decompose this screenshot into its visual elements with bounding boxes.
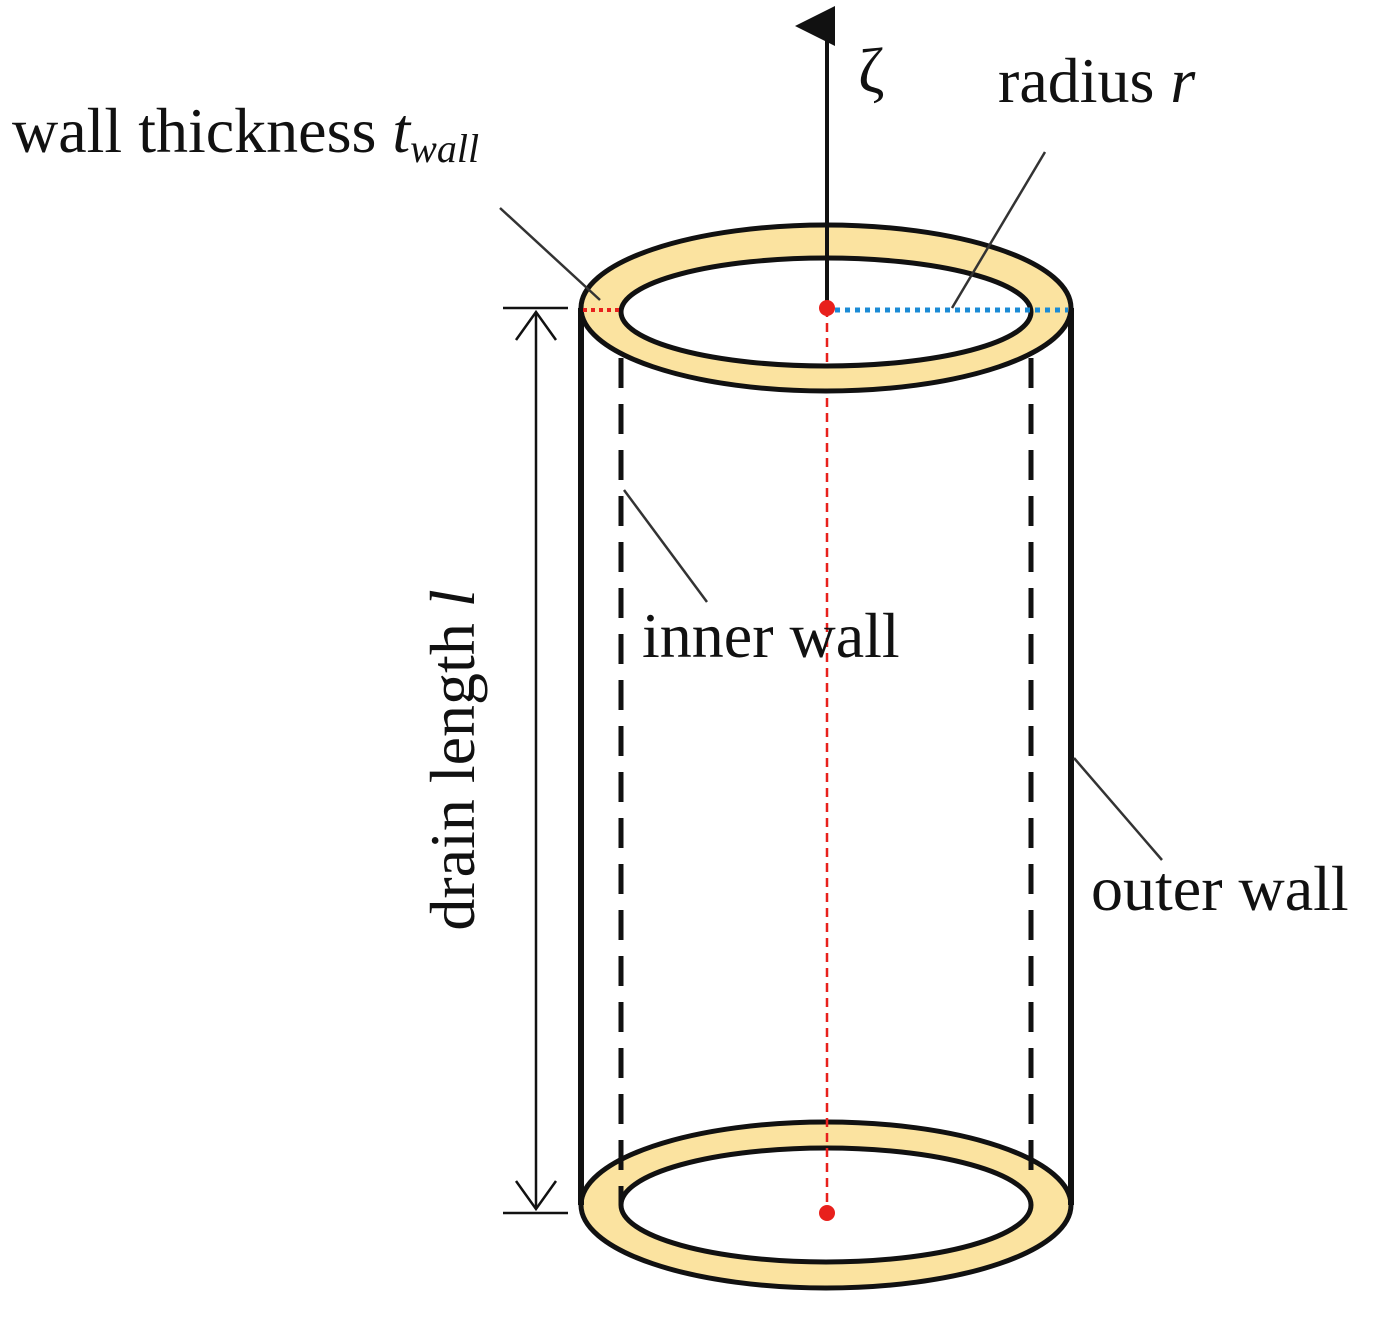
bottom-ring [578, 1119, 1074, 1291]
drain-length-label-text: drain length [417, 607, 488, 930]
top-center-point [819, 300, 835, 316]
bottom-ring-fill [578, 1119, 1074, 1291]
drain-length-label-var: l [417, 589, 488, 607]
drain-length-top-arrowhead [514, 309, 558, 341]
top-ring [578, 222, 1074, 394]
bottom-center-point [819, 1205, 835, 1221]
radius-label: radius r [998, 45, 1196, 116]
radius-label-var: r [1170, 45, 1196, 116]
wall-thickness-label-text: wall thickness [12, 95, 392, 166]
drain-length-bottom-arrowhead [514, 1180, 558, 1212]
wall-thickness-leader-line [499, 207, 601, 301]
drain-length-label: drain length l [417, 589, 488, 930]
zeta-axis-label: ζ [858, 35, 885, 106]
inner-wall-label: inner wall [642, 600, 900, 671]
wall-thickness-label-sub: wall [410, 126, 479, 171]
radius-leader-line [950, 151, 1047, 309]
inner-wall-leader-line [622, 489, 709, 603]
outer-wall-leader-line [1073, 757, 1163, 861]
wall-thickness-label-var: t [392, 95, 412, 166]
outer-wall-label: outer wall [1091, 853, 1349, 924]
radius-label-text: radius [998, 45, 1170, 116]
top-ring-fill [578, 222, 1074, 394]
wall-thickness-label: wall thickness twall [12, 95, 479, 171]
